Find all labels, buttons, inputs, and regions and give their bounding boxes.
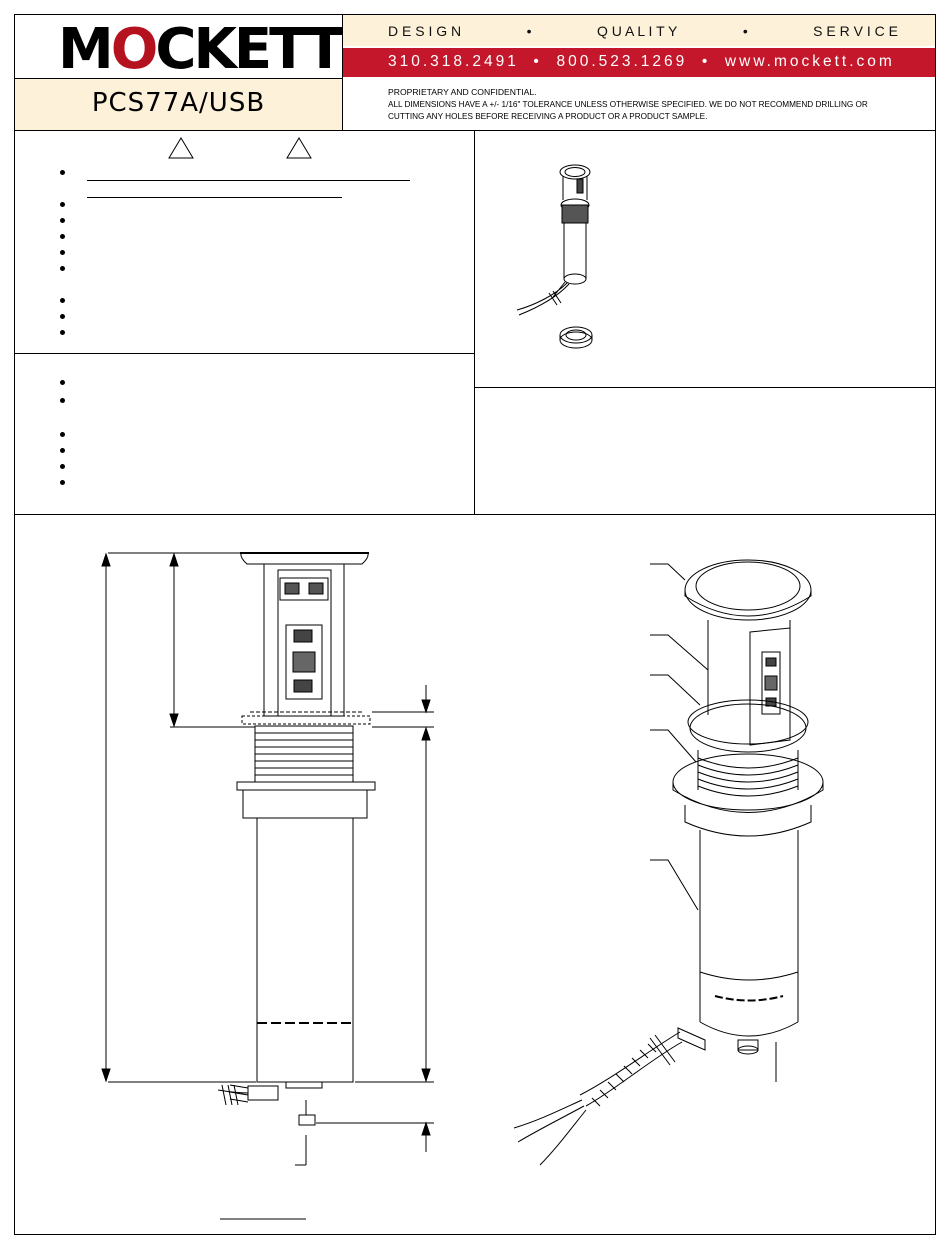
- underline-rule: [87, 180, 410, 181]
- notice-title: PROPRIETARY AND CONFIDENTIAL.: [388, 87, 537, 97]
- tagline: D E S I G N • Q U A L I T Y • S E R V I …: [388, 23, 898, 39]
- drawing-border: [14, 14, 936, 1235]
- tagline-design: D E S I G N: [388, 23, 462, 39]
- mockett-logo: MOCKETT: [58, 17, 344, 82]
- warning-triangle-right: [286, 137, 312, 159]
- warning-triangle-left: [168, 137, 194, 159]
- bullet: [60, 314, 65, 319]
- tagline-quality: Q U A L I T Y: [596, 23, 678, 39]
- tagline-service: S E R V I C E: [813, 23, 898, 39]
- bullet: [60, 464, 65, 469]
- side-elevation-drawing: [101, 552, 434, 1220]
- contact-strip: [343, 48, 935, 77]
- thread-section: [254, 725, 354, 783]
- underline-rule: [87, 197, 342, 198]
- model-cell: [15, 79, 342, 130]
- bullet: [60, 330, 65, 335]
- bullet: [60, 170, 65, 175]
- bullet: [60, 234, 65, 239]
- header-bottom-line: [14, 130, 936, 131]
- bullet: [60, 250, 65, 255]
- product-thumbnail: [516, 164, 593, 349]
- panel-divider-vertical: [474, 130, 475, 515]
- notice-body-2: CUTTING ANY HOLES BEFORE RECEIVING A PRO…: [388, 112, 708, 121]
- header-divider: [342, 14, 343, 131]
- bullet: [60, 298, 65, 303]
- right-panel-divider: [474, 387, 936, 388]
- bullet: [60, 448, 65, 453]
- bullet: [60, 480, 65, 485]
- bullet: [60, 380, 65, 385]
- left-panel-divider: [14, 353, 475, 354]
- tagline-strip: [343, 15, 935, 46]
- bullet: [60, 202, 65, 207]
- logo-model-divider: [14, 78, 343, 79]
- notice-body-1: ALL DIMENSIONS HAVE A +/- 1/16" TOLERANC…: [388, 100, 868, 109]
- contact-line: 310.318.2491 • 800.523.1269 • www.mocket…: [388, 53, 895, 70]
- bullet: [60, 398, 65, 403]
- bullet: [60, 432, 65, 437]
- bullet: [60, 266, 65, 271]
- tagline-dot-2: •: [742, 23, 748, 39]
- model-number: PCS77A/USB: [91, 88, 266, 118]
- isometric-drawing: [513, 559, 824, 1166]
- tagline-dot-1: •: [526, 23, 532, 39]
- upper-section-bottom: [14, 514, 936, 515]
- bullet: [60, 218, 65, 223]
